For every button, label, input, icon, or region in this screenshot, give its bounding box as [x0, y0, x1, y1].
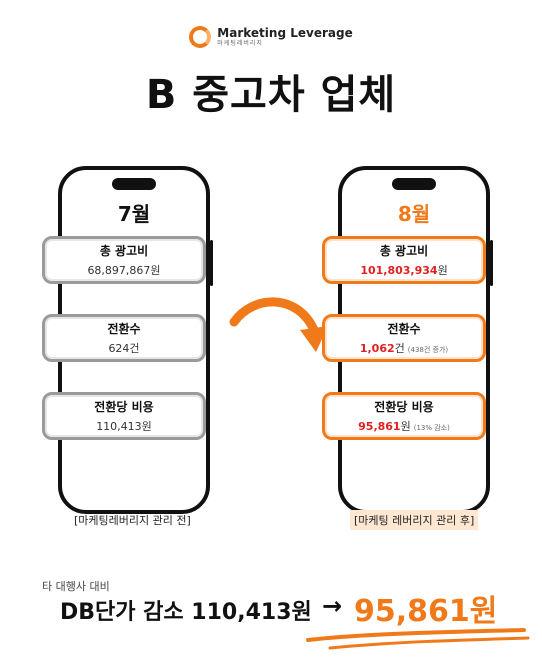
caption-after: [마케팅 레버리지 관리 후]	[350, 510, 479, 530]
card-label: 전환당 비용	[94, 400, 154, 414]
card-label: 총 광고비	[99, 244, 149, 258]
card-after-conversions: 전환수 1,062건(438건 증가)	[322, 314, 486, 362]
value-note: (438건 증가)	[407, 346, 449, 354]
card-after-ad-spend: 총 광고비 101,803,934원	[322, 236, 486, 284]
phone-notch	[112, 178, 156, 190]
brand-sub: 마케팅레버리지	[217, 40, 263, 47]
summary-note: 타 대행사 대비	[42, 580, 110, 593]
card-value: 68,897,867원	[87, 264, 161, 277]
brand-logo: Marketing Leverage 마케팅레버리지	[0, 26, 542, 48]
phone-side-button	[210, 240, 213, 286]
value-number: 1,062	[359, 342, 395, 355]
summary-new-value: 95,861원	[354, 594, 498, 629]
card-before-conversions: 전환수 624건	[42, 314, 206, 362]
logo-ring-icon	[189, 26, 212, 48]
card-value: 95,861원(13% 감소)	[358, 418, 450, 434]
brush-underline-icon	[306, 628, 530, 650]
curved-arrow-icon	[229, 297, 328, 352]
month-after: 8월	[397, 202, 431, 226]
summary-line: DB단가 감소 110,413원	[60, 600, 312, 625]
brand-text: Marketing Leverage 마케팅레버리지	[217, 27, 352, 47]
card-label: 전환수	[387, 322, 421, 336]
card-value: 624건	[108, 342, 140, 355]
card-after-cost-per-conversion: 전환당 비용 95,861원(13% 감소)	[322, 392, 486, 440]
page-title: B 중고차 업체	[145, 72, 397, 118]
card-before-ad-spend: 총 광고비 68,897,867원	[42, 236, 206, 284]
value-number: 95,861	[358, 420, 401, 433]
card-label: 전환수	[107, 322, 141, 336]
right-arrow-icon: →	[322, 592, 343, 620]
card-before-cost-per-conversion: 전환당 비용 110,413원	[42, 392, 206, 440]
value-unit: 원	[400, 420, 411, 433]
caption-before: [마케팅레버리지 관리 전]	[74, 514, 191, 527]
month-before: 7월	[117, 202, 151, 226]
value-unit: 건	[394, 342, 405, 355]
value-number: 101,803,934	[360, 264, 438, 277]
phone-notch	[392, 178, 436, 190]
value-unit: 원	[437, 264, 448, 277]
card-value: 110,413원	[96, 420, 152, 433]
brand-name: Marketing Leverage	[217, 26, 353, 40]
phone-side-button	[490, 240, 493, 286]
card-value: 1,062건(438건 증가)	[360, 340, 448, 356]
card-label: 전환당 비용	[374, 400, 434, 414]
card-label: 총 광고비	[379, 244, 429, 258]
value-note: (13% 감소)	[413, 424, 450, 432]
card-value: 101,803,934원	[360, 262, 447, 278]
